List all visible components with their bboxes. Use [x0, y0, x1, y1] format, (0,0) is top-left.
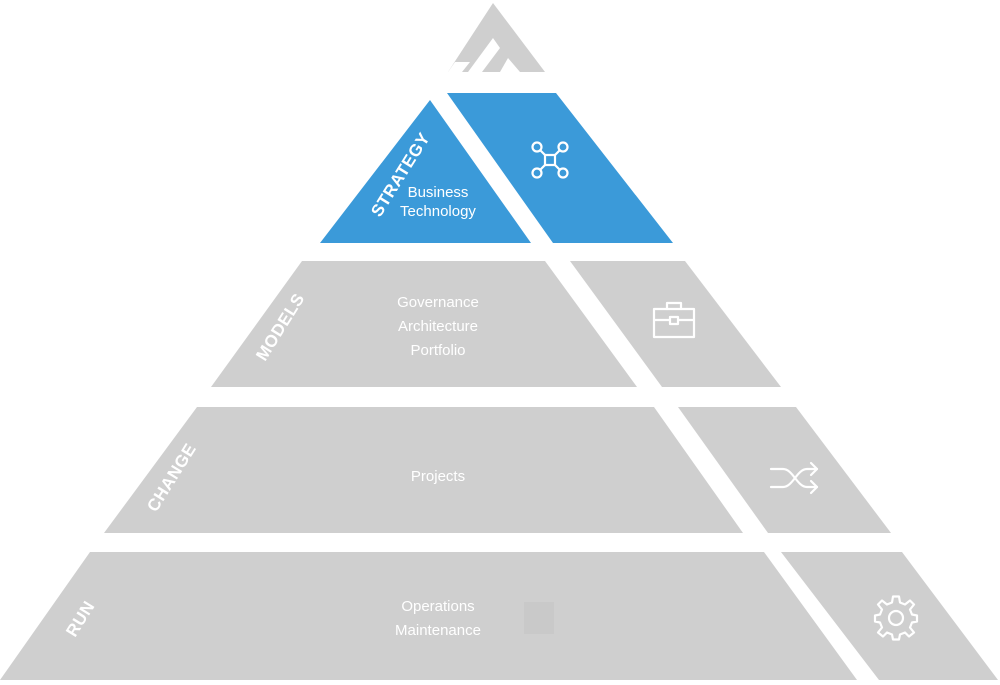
tier-strategy[interactable]: STRATEGY Business Technology — [320, 93, 673, 243]
tier-strategy-main — [320, 100, 531, 243]
briefcase-icon — [652, 301, 696, 339]
tier-run-line-2: Maintenance — [395, 622, 481, 639]
tier-strategy-line-1: Business — [408, 184, 469, 201]
tier-change-main — [104, 407, 743, 533]
tier-models[interactable]: MODELS Governance Architecture Portfolio — [211, 261, 781, 387]
shuffle-icon — [769, 461, 819, 495]
placeholder-box — [524, 602, 554, 634]
tier-run-main — [0, 552, 857, 680]
tier-run-line-1: Operations — [401, 598, 474, 615]
logo-icon — [448, 3, 545, 72]
tier-strategy-line-2: Technology — [400, 203, 476, 220]
network-icon — [531, 141, 569, 179]
tier-change[interactable]: CHANGE Projects — [104, 407, 891, 533]
tier-run[interactable]: RUN Operations Maintenance — [0, 552, 998, 680]
gear-icon — [873, 595, 919, 641]
tier-strategy-side — [447, 93, 673, 243]
tier-models-line-2: Architecture — [398, 318, 478, 335]
tier-models-line-3: Portfolio — [410, 342, 465, 359]
tier-models-main — [211, 261, 637, 387]
tier-change-line-1: Projects — [411, 468, 465, 485]
tier-models-line-1: Governance — [397, 294, 479, 311]
